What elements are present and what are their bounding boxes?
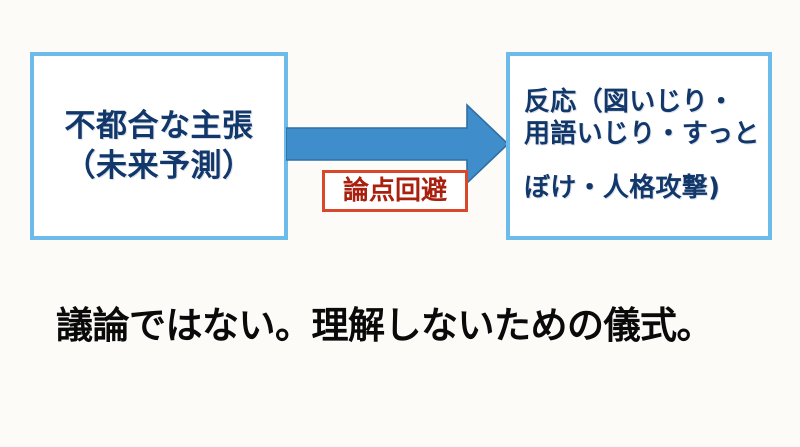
right-concept-box: 反応（図いじり・ 用語いじり・すっと ぼけ・人格攻撃) — [506, 52, 772, 240]
bottom-caption: 議論ではない。理解しないための儀式。 — [56, 304, 714, 347]
flow-arrow — [286, 103, 510, 185]
deflection-label-box: 論点回避 — [322, 170, 468, 212]
left-box-text: 不都合な主張 （未来予測） — [64, 107, 254, 184]
right-arrow-icon — [286, 103, 510, 185]
right-box-line-1: 反応（図いじり・ — [524, 87, 735, 118]
left-concept-box: 不都合な主張 （未来予測） — [30, 52, 288, 240]
deflection-label-text: 論点回避 — [342, 176, 447, 206]
right-box-line-3: ぼけ・人格攻撃) — [524, 172, 721, 203]
right-box-line-2: 用語いじり・すっと — [524, 119, 760, 150]
right-box-text: 反応（図いじり・ 用語いじり・すっと ぼけ・人格攻撃) — [524, 87, 768, 205]
